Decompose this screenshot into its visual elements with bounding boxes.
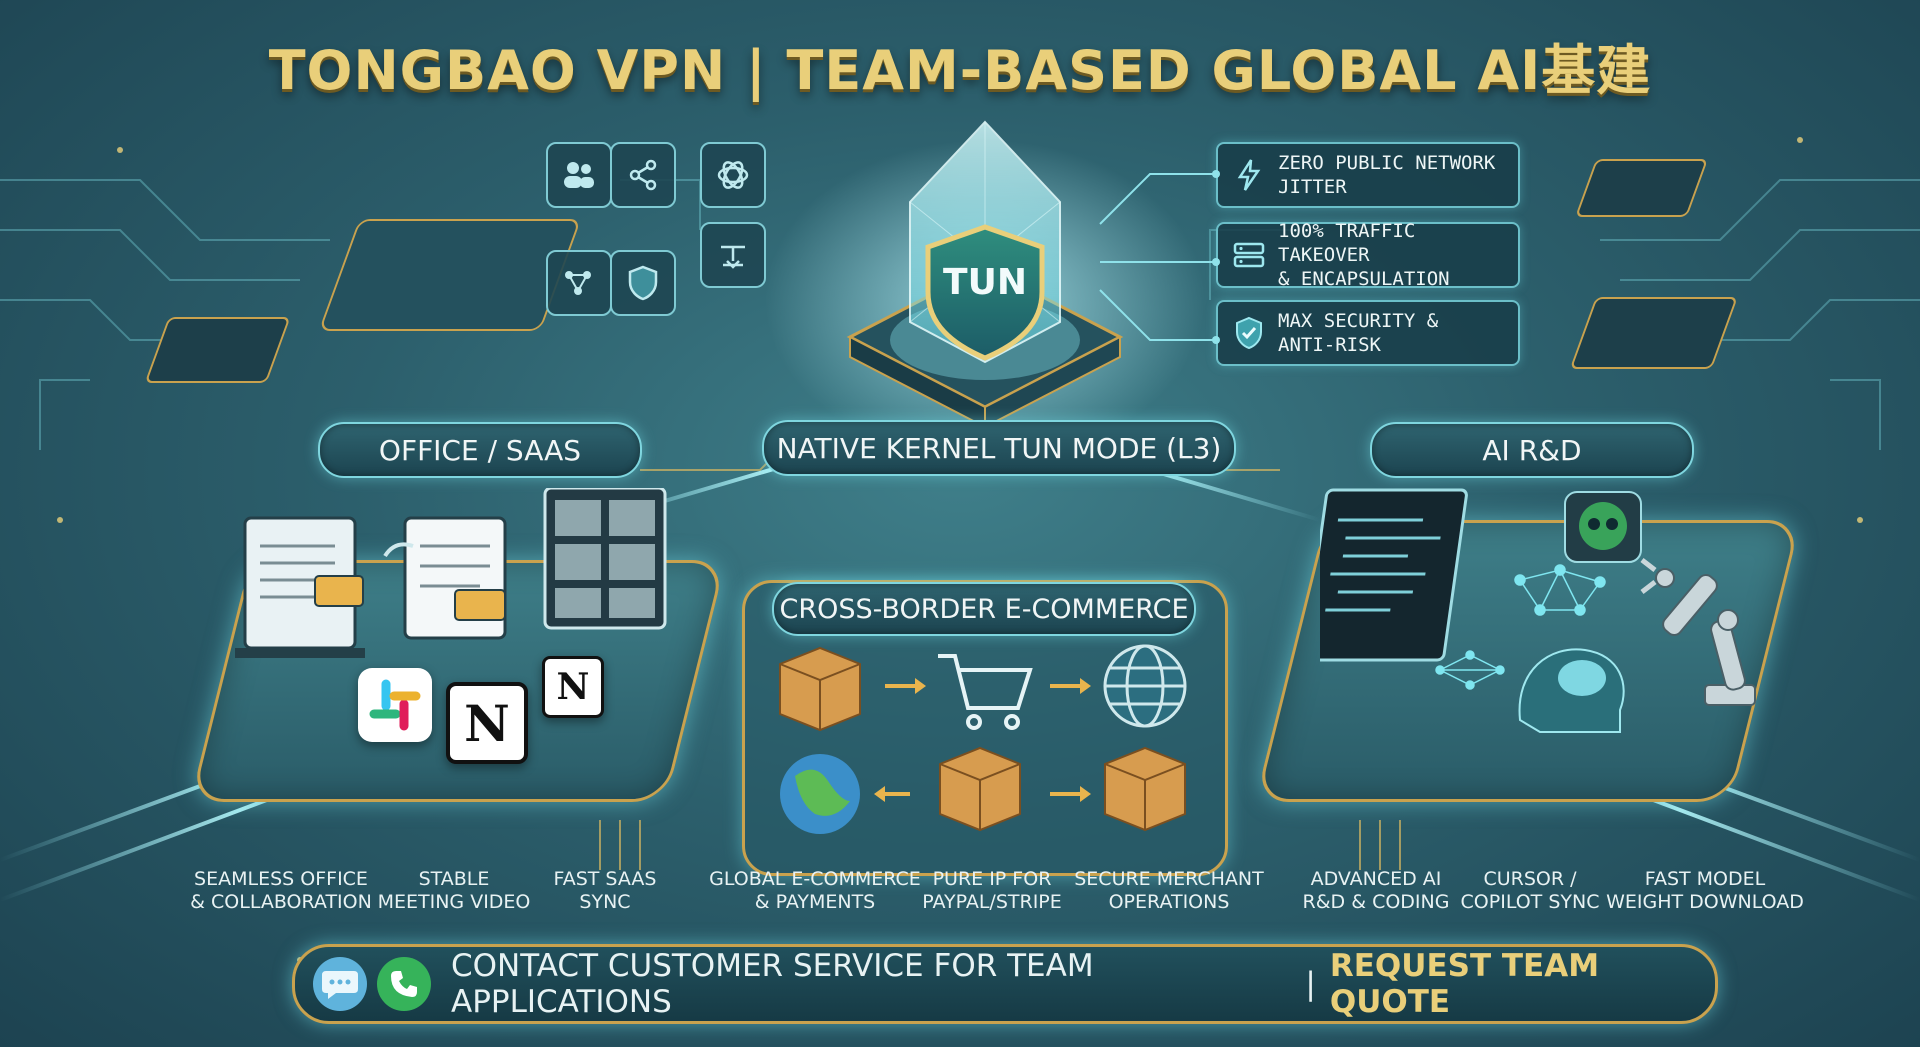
copilot-icon: [1564, 491, 1642, 563]
feature-traffic-takeover: 100% TRAFFIC TAKEOVER & ENCAPSULATION: [1216, 220, 1520, 290]
feature-text: 100% TRAFFIC TAKEOVER & ENCAPSULATION: [1278, 220, 1450, 290]
cta-separator: |: [1305, 966, 1316, 1002]
section-title-office: OFFICE / SAAS: [318, 422, 642, 478]
label-model-download: FAST MODEL WEIGHT DOWNLOAD: [1606, 868, 1804, 913]
network-icon: [546, 250, 612, 316]
core-mode-label: NATIVE KERNEL TUN MODE (L3): [762, 420, 1236, 476]
shield-check-icon: [1230, 314, 1268, 352]
chat-bubble-icon: [313, 957, 367, 1011]
section-title-ai: AI R&D: [1370, 422, 1694, 478]
office-illustration: [235, 488, 667, 658]
users-icon: [546, 142, 612, 208]
notion-icon-small: N: [542, 656, 604, 718]
contact-text[interactable]: CONTACT CUSTOMER SERVICE FOR TEAM APPLIC…: [451, 948, 1094, 1020]
label-ai-coding: ADVANCED AI R&D & CODING: [1302, 868, 1450, 913]
feature-connectors: [1099, 170, 1220, 344]
video-meeting-icon: [543, 488, 667, 630]
tun-core: [846, 120, 1124, 429]
package-icon: [939, 746, 1021, 832]
lightning-icon: [1230, 156, 1268, 194]
transfer-icon: [700, 222, 766, 288]
brain-head-icon: [1518, 648, 1625, 733]
page-title: TONGBAO VPN | TEAM-BASED GLOBAL AI基建: [268, 39, 1652, 102]
contact-cta-bar[interactable]: CONTACT CUSTOMER SERVICE FOR TEAM APPLIC…: [292, 944, 1718, 1024]
code-monitor-icon: [1320, 488, 1468, 662]
feature-text: MAX SECURITY & ANTI-RISK: [1278, 310, 1439, 356]
request-quote-link[interactable]: REQUEST TEAM QUOTE: [1329, 948, 1600, 1020]
section-title-ecommerce: CROSS-BORDER E-COMMERCE: [772, 582, 1196, 636]
label-office-collab: SEAMLESS OFFICE & COLLABORATION: [190, 868, 372, 913]
feature-zero-jitter: ZERO PUBLIC NETWORK JITTER: [1216, 142, 1520, 208]
globe-icon: [1103, 644, 1187, 728]
slack-icon: [358, 668, 432, 742]
label-secure-merchant: SECURE MERCHANT OPERATIONS: [1074, 868, 1264, 913]
label-global-ecommerce: GLOBAL E-COMMERCE & PAYMENTS: [709, 868, 921, 913]
ai-illustration: [1320, 488, 1756, 733]
phone-icon: [377, 957, 431, 1011]
shopping-cart-icon: [938, 654, 1033, 730]
tun-shield-label: TUN: [943, 262, 1027, 303]
earth-icon: [780, 754, 860, 834]
robot-arm-icon: [1640, 558, 1756, 706]
feature-max-security: MAX SECURITY & ANTI-RISK: [1216, 300, 1520, 366]
server-icon: [1230, 236, 1268, 274]
neural-net-icon: [1435, 564, 1606, 690]
shield-icon: [610, 250, 676, 316]
share-icon: [610, 142, 676, 208]
label-copilot-sync: CURSOR / COPILOT SYNC: [1460, 868, 1600, 913]
package-icon: [1104, 746, 1186, 832]
feature-text: ZERO PUBLIC NETWORK JITTER: [1278, 152, 1496, 198]
document-icon: [383, 516, 507, 640]
label-saas-sync: FAST SAAS SYNC: [553, 868, 657, 913]
label-pure-ip: PURE IP FOR PAYPAL/STRIPE: [922, 868, 1062, 913]
openai-icon: [700, 142, 766, 208]
ecommerce-illustration: [779, 644, 1187, 834]
label-meeting-video: STABLE MEETING VIDEO: [377, 868, 531, 913]
package-icon: [779, 646, 861, 732]
notion-icon: N: [446, 682, 528, 764]
